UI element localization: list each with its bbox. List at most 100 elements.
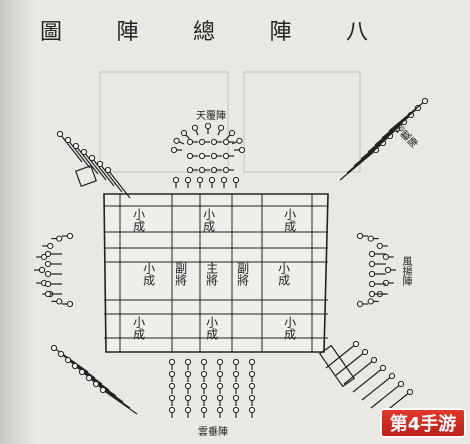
cell-bottom-right: 小成: [282, 316, 297, 340]
soldier-line: [374, 114, 412, 146]
soldier-dot: [382, 279, 389, 287]
soldier-line: [360, 128, 398, 160]
soldier-line: [67, 139, 91, 169]
cell-center-left: 副將: [173, 262, 188, 286]
soldier-dot: [248, 394, 256, 402]
soldier-dot: [236, 137, 243, 144]
soldier-dot: [232, 406, 240, 414]
soldier-line: [83, 151, 107, 181]
soldier-dot: [248, 382, 256, 390]
soldier-line: [367, 121, 405, 153]
soldier-dot: [170, 146, 178, 154]
soldier-dot: [248, 358, 256, 366]
title-char-2: 陣: [269, 20, 294, 45]
soldier-dot: [184, 176, 192, 184]
soldier-dot: [66, 300, 74, 308]
formation-label-top: 天覆陣: [196, 111, 226, 122]
soldier-dot: [186, 166, 194, 174]
soldier-dot: [104, 166, 112, 174]
soldier-line: [353, 135, 391, 167]
soldier-dot: [168, 394, 176, 402]
central-grid-frame: [103, 193, 329, 353]
soldier-dot: [72, 142, 80, 150]
soldier-line: [370, 383, 402, 409]
soldier-dot: [196, 176, 204, 184]
soldier-dot: [186, 138, 194, 146]
soldier-dot: [361, 348, 369, 356]
soldier-dot: [173, 137, 180, 144]
formation-label-right: 風揚陣: [400, 256, 411, 286]
soldier-line: [343, 359, 375, 385]
soldier-dot: [38, 266, 46, 274]
title-char-3: 總: [192, 20, 217, 45]
soldier-dot: [248, 370, 256, 378]
soldier-line: [381, 107, 419, 139]
soldier-dot: [222, 138, 230, 146]
soldier-dot: [220, 176, 228, 184]
soldier-dot: [56, 130, 64, 138]
soldier-dot: [228, 129, 236, 137]
soldier-dot: [216, 358, 224, 366]
faint-frame: [99, 71, 229, 173]
soldier-dot: [379, 364, 387, 372]
soldier-dot: [208, 176, 216, 184]
soldier-dot: [232, 394, 240, 402]
site-watermark: 第4手游: [380, 408, 466, 438]
soldier-line: [361, 375, 393, 401]
soldier-dot: [56, 235, 63, 242]
soldier-dot: [232, 176, 240, 184]
soldier-dot: [222, 152, 230, 160]
soldier-dot: [232, 358, 240, 366]
soldier-dot: [388, 372, 396, 380]
cell-top-left: 小成: [131, 208, 146, 232]
soldier-dot: [397, 380, 405, 388]
soldier-line: [91, 157, 115, 187]
soldier-dot: [200, 394, 208, 402]
soldier-dot: [210, 152, 218, 160]
soldier-dot: [168, 406, 176, 414]
soldier-dot: [368, 250, 376, 258]
soldier-line: [75, 145, 99, 175]
faint-frame: [243, 71, 361, 173]
soldier-dot: [184, 370, 192, 378]
soldier-dot: [200, 370, 208, 378]
soldier-dot: [216, 382, 224, 390]
soldier-dot: [210, 166, 218, 174]
soldier-dot: [248, 406, 256, 414]
soldier-dot: [180, 129, 188, 137]
marker-box: [74, 164, 98, 188]
page-title: 八 陣 總 陣 圖: [40, 14, 370, 45]
soldier-dot: [50, 344, 58, 352]
soldier-line: [346, 142, 384, 174]
soldier-dot: [382, 253, 389, 261]
soldier-dot: [56, 298, 63, 305]
page-fold-shadow: [0, 0, 36, 444]
soldier-line: [102, 389, 138, 415]
soldier-dot: [92, 380, 100, 388]
soldier-dot: [217, 124, 225, 131]
soldier-line: [339, 149, 377, 181]
soldier-dot: [184, 382, 192, 390]
soldier-dot: [184, 358, 192, 366]
soldier-dot: [406, 388, 414, 396]
soldier-dot: [44, 290, 52, 298]
cell-center-right: 副將: [235, 262, 250, 286]
title-char-4: 陣: [116, 20, 141, 45]
soldier-dot: [198, 138, 206, 146]
soldier-dot: [44, 280, 52, 288]
soldier-dot: [191, 124, 199, 131]
soldier-dot: [210, 138, 218, 146]
cell-top-center: 小成: [201, 208, 216, 232]
cell-center: 主將: [204, 262, 219, 286]
soldier-line: [325, 343, 357, 369]
soldier-dot: [66, 232, 74, 240]
formation-label-bottom: 雲垂陣: [198, 427, 228, 438]
soldier-dot: [367, 235, 374, 242]
soldier-dot: [47, 242, 54, 250]
soldier-dot: [78, 368, 86, 376]
soldier-line: [59, 133, 83, 163]
soldier-dot: [356, 232, 364, 240]
soldier-dot: [64, 136, 72, 144]
marker-box: [318, 344, 356, 388]
soldier-dot: [44, 250, 52, 258]
